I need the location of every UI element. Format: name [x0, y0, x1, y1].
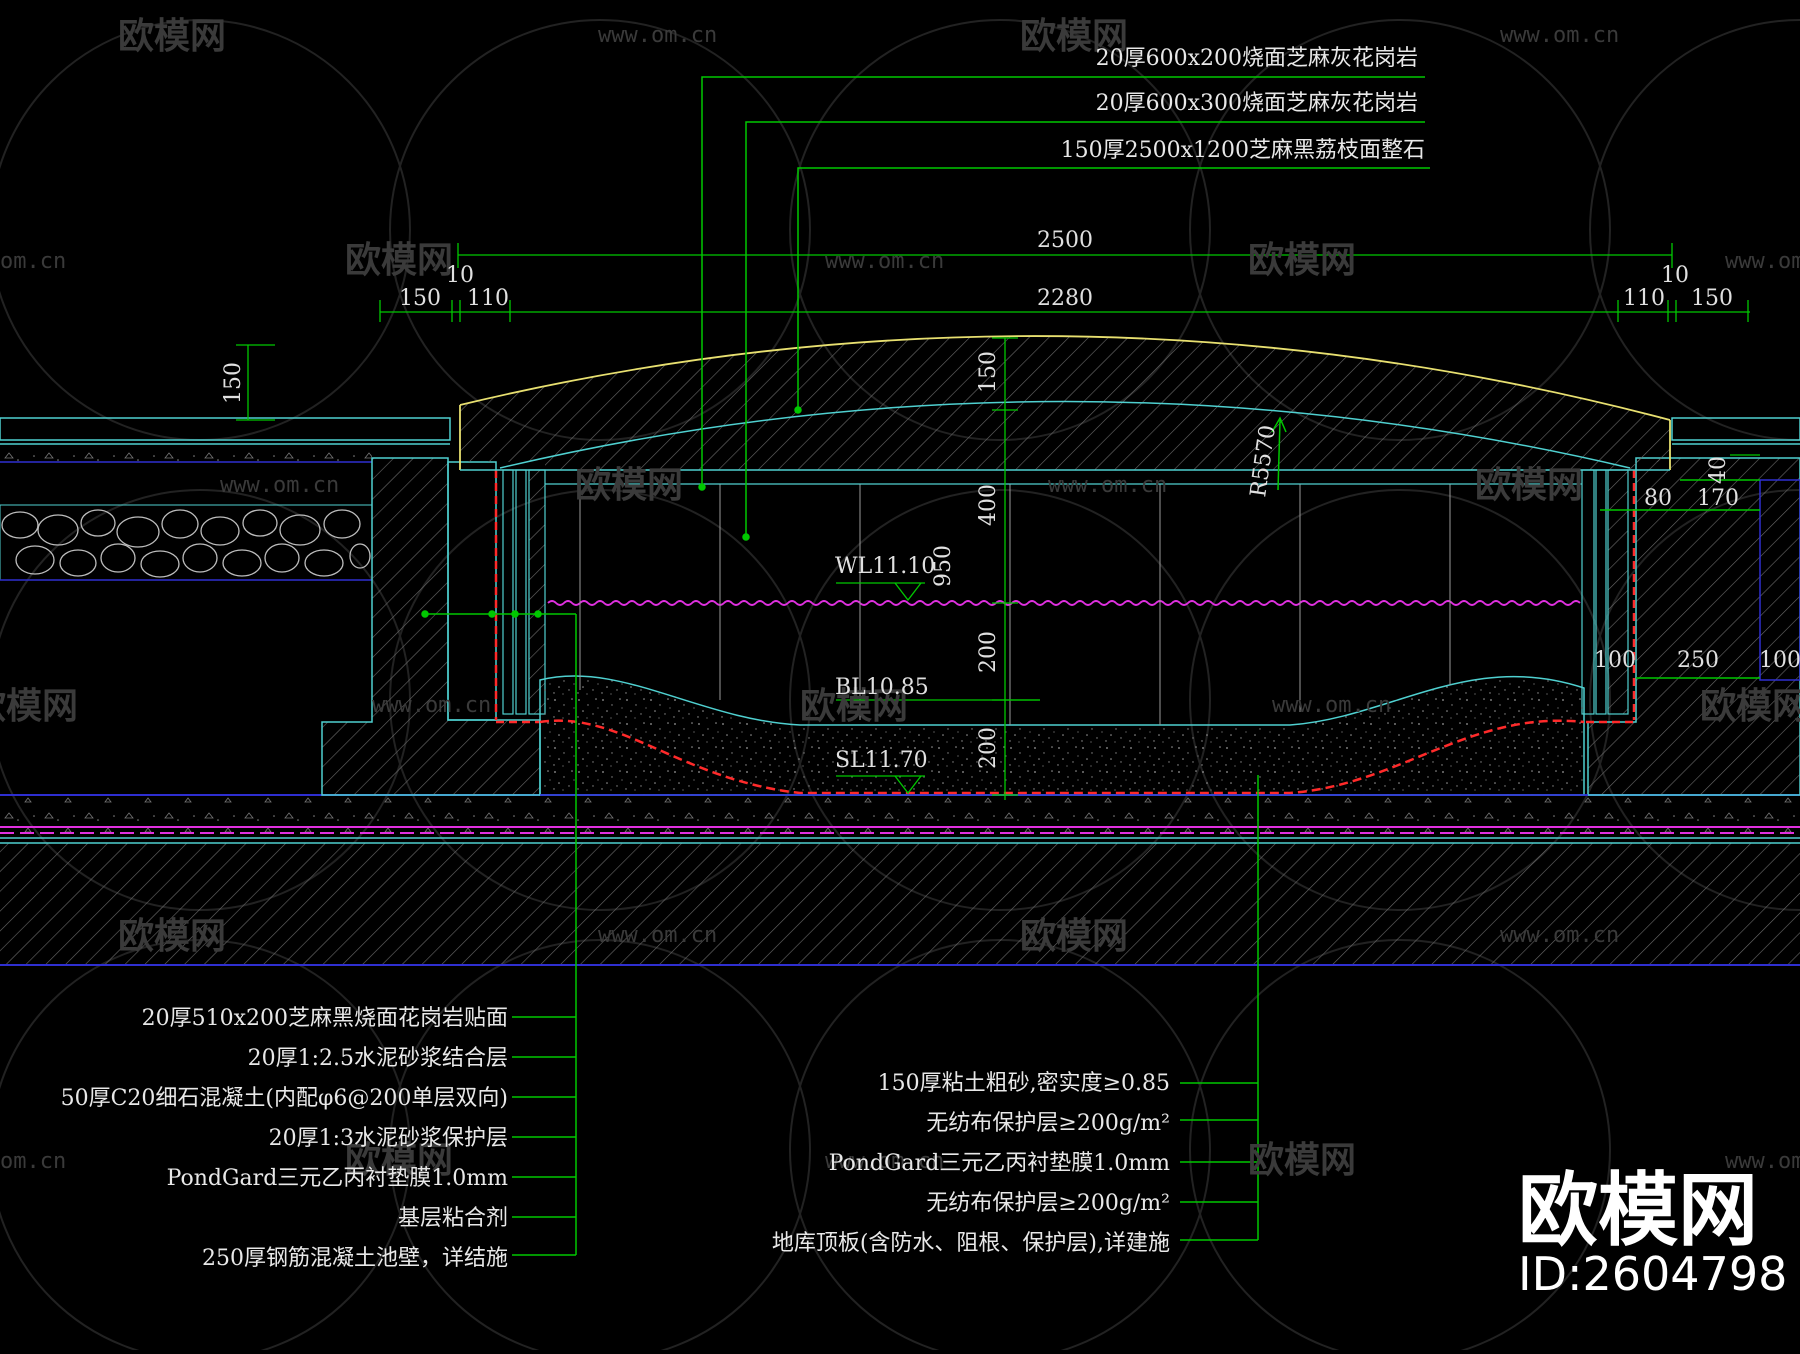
watermark-url: www.om.cn: [598, 23, 717, 48]
dim-overall: 2500: [1037, 228, 1093, 253]
callout-right-liner: PondGard三元乙丙衬垫膜1.0mm: [829, 1151, 1171, 1176]
arched-stone-slab: [459, 335, 1671, 471]
callout-right-sand: 150厚粘土粗砂,密实度≥0.85: [878, 1071, 1170, 1096]
left-callouts: 20厚510x200芝麻黑烧面花岗岩贴面 20厚1:2.5水泥砂浆结合层 50厚…: [61, 1006, 509, 1271]
watermark-brand: 欧模网: [1020, 16, 1128, 57]
watermark-url: www.om.cn: [220, 473, 339, 498]
right-pool-wall: [1581, 417, 1800, 796]
dimension-texts: 2500 2280 150 110 10 110 10 150 150 150 …: [221, 228, 1800, 769]
dim-400: 400: [976, 484, 1001, 526]
watermark-brand: 欧模网: [1475, 465, 1583, 506]
callout-top-paving-600x300: 20厚600x300烧面芝麻灰花岗岩: [1096, 91, 1418, 116]
dimension-lines: [236, 243, 1760, 800]
leader-lines: [421, 76, 1760, 1256]
watermark-brand: 欧模网: [345, 240, 453, 281]
dim-right-10: 10: [1661, 263, 1689, 288]
level-water: WL11.10: [835, 554, 935, 579]
pool-bottom: [539, 675, 1588, 796]
callout-left-concrete: 50厚C20细石混凝土(内配φ6@200单层双向): [61, 1086, 508, 1111]
callout-left-veneer: 20厚510x200芝麻黑烧面花岗岩贴面: [142, 1006, 508, 1031]
dim-950: 950: [931, 545, 956, 587]
watermark-brand: 欧模网: [345, 1140, 453, 1181]
watermark-brand: 欧模网: [1020, 916, 1128, 957]
watermark-brand: 欧模网: [575, 465, 683, 506]
callout-top-paving-600x200: 20厚600x200烧面芝麻灰花岗岩: [1096, 46, 1418, 71]
watermark-url: www.om.cn: [1500, 23, 1619, 48]
watermark-url: www.om.cn: [1048, 473, 1167, 498]
radius-arrow-icon: [1271, 416, 1287, 433]
watermark-brand: 欧模网: [1248, 1140, 1356, 1181]
brand-logo-text: 欧模网: [1518, 1164, 1758, 1257]
brand-id: ID:2604798: [1518, 1247, 1787, 1301]
dim-80: 80: [1644, 486, 1672, 511]
watermark-url: www.om.cn: [825, 249, 944, 274]
dim-170: 170: [1697, 486, 1739, 511]
callout-top-stone-slab: 150厚2500x1200芝麻黑荔枝面整石: [1061, 138, 1425, 163]
level-bottom: BL10.85: [835, 675, 929, 700]
dim-step-150: 150: [221, 362, 246, 404]
level-structure: SL11.70: [835, 748, 928, 773]
watermark-layer: 欧模网 欧模网 欧模网 欧模网 欧模网 欧模网 欧模网 欧模网 欧模网 欧模网 …: [0, 16, 1800, 1181]
callout-left-mortar-bed: 20厚1:2.5水泥砂浆结合层: [248, 1046, 508, 1071]
dim-200-b: 200: [976, 727, 1001, 769]
watermark-brand: 欧模网: [800, 686, 908, 727]
watermark-brand: 欧模网: [118, 916, 226, 957]
watermark-url: www.om.cn: [1272, 693, 1391, 718]
base-slab: [0, 794, 1800, 966]
pool-water: [545, 483, 1582, 725]
watermark-url: www.om.cn: [598, 923, 717, 948]
dim-200-a: 200: [976, 631, 1001, 673]
callout-left-wall: 250厚钢筋混凝土池壁，详结施: [202, 1246, 508, 1271]
level-labels: WL11.10 BL10.85 SL11.70: [835, 554, 935, 773]
dim-left-150: 150: [399, 286, 441, 311]
callout-left-liner: PondGard三元乙丙衬垫膜1.0mm: [167, 1166, 509, 1191]
callout-right-geotextile-2: 无纺布保护层≥200g/m²: [926, 1191, 1170, 1216]
dim-slab-150: 150: [976, 351, 1001, 393]
watermark-url: om.cn: [0, 1149, 66, 1174]
level-markers: [836, 582, 1040, 795]
watermark-brand: 欧模网: [1248, 240, 1356, 281]
right-callouts: 150厚粘土粗砂,密实度≥0.85 无纺布保护层≥200g/m² PondGar…: [772, 1071, 1170, 1256]
callout-left-protection: 20厚1:3水泥砂浆保护层: [269, 1126, 508, 1151]
dim-inner: 2280: [1037, 286, 1093, 311]
callout-right-geotextile-1: 无纺布保护层≥200g/m²: [926, 1111, 1170, 1136]
watermark-url: www.om.cn: [1725, 249, 1800, 274]
watermark-url: www.om.cn: [825, 1149, 944, 1174]
dim-left-110: 110: [467, 286, 509, 311]
watermark-url: www.om.cn: [1500, 923, 1619, 948]
callout-left-adhesive: 基层粘合剂: [398, 1206, 508, 1231]
dim-40: 40: [1706, 456, 1731, 484]
gravel-layer: [1, 509, 371, 578]
watermark-url: www.om.cn: [372, 693, 491, 718]
watermark-brand: 欧模网: [118, 16, 226, 57]
watermark-url: om.cn: [0, 249, 66, 274]
watermark-brand: 欧模网: [0, 686, 78, 727]
dim-right-110: 110: [1623, 286, 1665, 311]
dim-right-150: 150: [1691, 286, 1733, 311]
top-callouts: 20厚600x200烧面芝麻灰花岗岩 20厚600x300烧面芝麻灰花岗岩 15…: [1061, 46, 1425, 163]
left-paving: [0, 417, 451, 796]
callout-right-roof-slab: 地库顶板(含防水、阻根、保护层),详建施: [772, 1231, 1170, 1256]
dim-250: 250: [1677, 648, 1719, 673]
watermark-brand: 欧模网: [1700, 686, 1800, 727]
brand-badge: 欧模网 ID:2604798: [1518, 1164, 1787, 1301]
dim-left-10: 10: [446, 263, 474, 288]
dim-100-b: 100: [1759, 648, 1800, 673]
radius-leader: [1277, 419, 1281, 491]
dim-100-a: 100: [1594, 648, 1636, 673]
watermark-url: www.om.cn: [1725, 1149, 1800, 1174]
